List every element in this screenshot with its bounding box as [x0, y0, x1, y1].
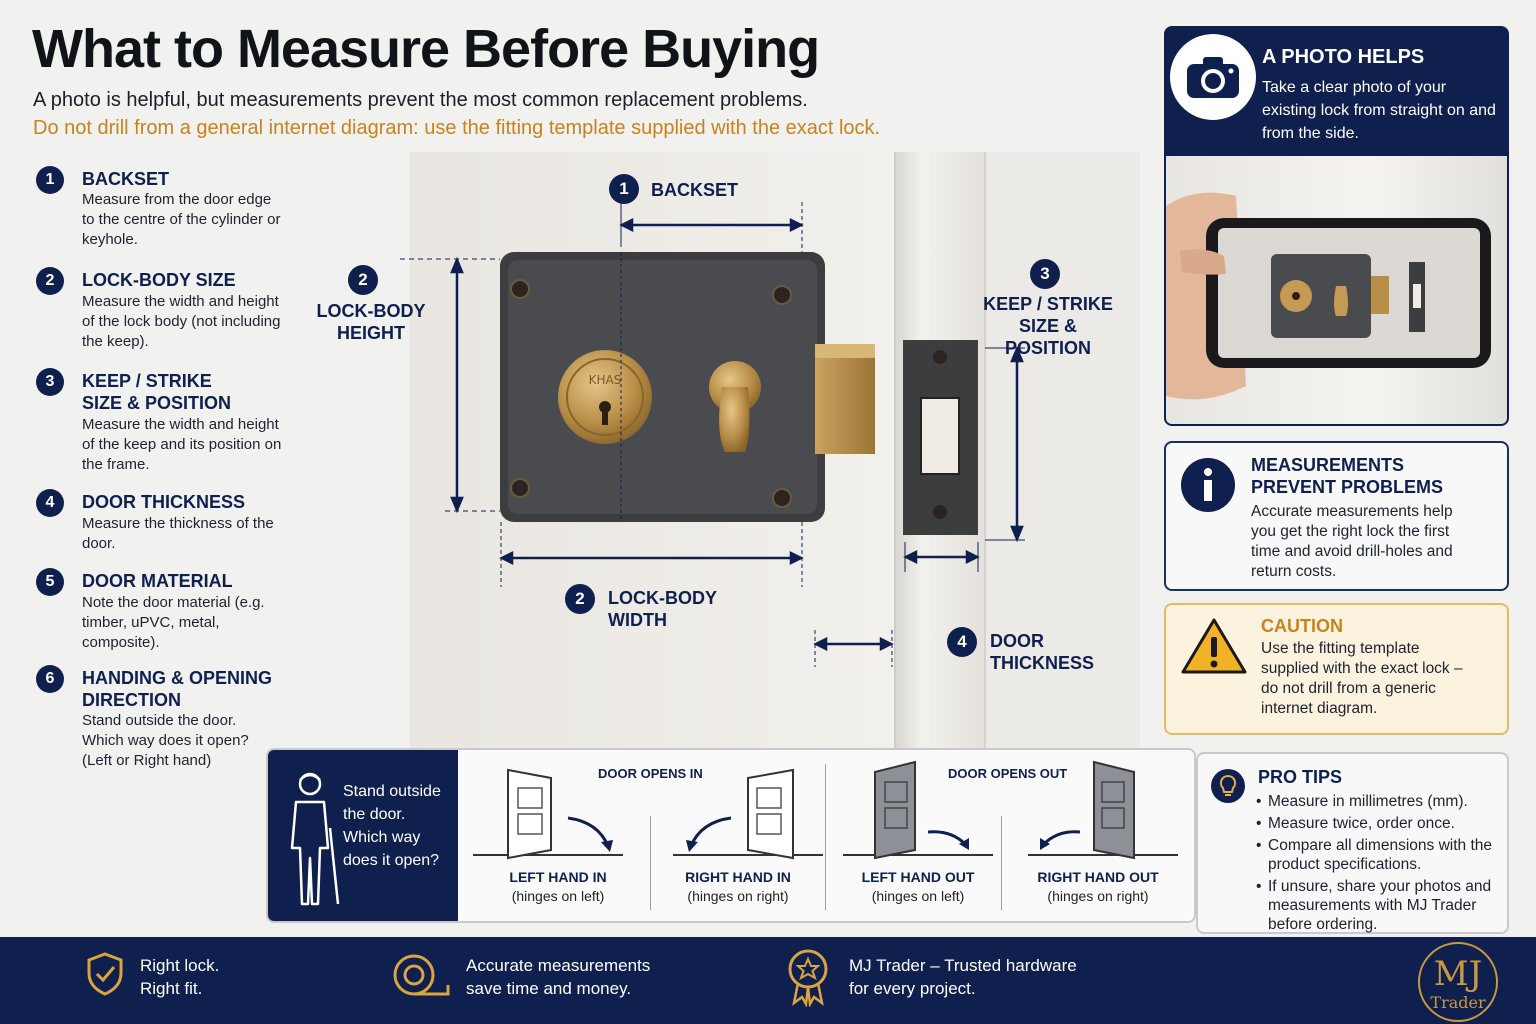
step-title: DOOR MATERIAL	[82, 571, 233, 591]
door-sublabel: (hinges on left)	[871, 888, 965, 904]
caution-title: CAUTION	[1261, 616, 1343, 636]
logo-sub: Trader	[1430, 993, 1486, 1012]
step-number: 1	[36, 166, 64, 194]
door-open-out-left-icon	[843, 760, 993, 860]
mj-trader-logo: MJ Trader	[1418, 942, 1498, 1022]
door-sublabel: (hinges on right)	[1047, 888, 1149, 904]
thickness-label: DOOR THICKNESS	[990, 631, 1095, 673]
footer-bar: Right lock. Right fit. Accurate measurem…	[0, 937, 1536, 1024]
step-desc: Stand outside the door. Which way does i…	[82, 712, 249, 769]
lightbulb-icon	[1211, 769, 1245, 803]
drill-warning-line: Do not drill from a general internet dia…	[33, 117, 881, 139]
logo-main: MJ	[1433, 954, 1483, 994]
opens-in-heading: DOOR OPENS IN	[598, 766, 703, 781]
door-label: RIGHT HAND OUT	[1037, 869, 1159, 885]
width-number: 2	[565, 584, 595, 614]
warning-icon	[1181, 618, 1247, 674]
step-title: LOCK-BODY SIZE	[82, 270, 236, 290]
info-panel-title: MEASUREMENTS PREVENT PROBLEMS	[1251, 455, 1444, 497]
footer-right-lock: Right lock. Right fit.	[140, 956, 220, 998]
door-left-hand-in: LEFT HAND IN (hinges on left)	[473, 750, 643, 921]
step-number: 6	[36, 665, 64, 693]
step-title: KEEP / STRIKE SIZE & POSITION	[82, 371, 232, 413]
width-label: LOCK-BODY WIDTH	[608, 588, 717, 630]
door-sublabel: (hinges on left)	[511, 888, 605, 904]
door-label: LEFT HAND OUT	[861, 869, 975, 885]
pro-tips-title: PRO TIPS	[1258, 767, 1343, 787]
tip-item: •If unsure, share your photos and measur…	[1256, 878, 1492, 933]
door-left-hand-out: LEFT HAND OUT (hinges on left)	[833, 750, 1003, 921]
step-number: 4	[36, 489, 64, 517]
door-right-hand-out: RIGHT HAND OUT (hinges on right)	[1008, 750, 1188, 921]
step-number: 2	[36, 267, 64, 295]
door-label: LEFT HAND IN	[509, 869, 607, 885]
thickness-number: 4	[947, 627, 977, 657]
lock-diagram: KHAS	[317, 152, 1140, 752]
award-icon	[788, 949, 828, 1007]
page-title: What to Measure Before Buying	[32, 19, 820, 79]
photo-helps-panel: A PHOTO HELPS Take a clear photo of your…	[1164, 26, 1509, 426]
step-title: HANDING & OPENING DIRECTION	[82, 668, 273, 710]
step-desc: Measure from the door edge to the centre…	[82, 191, 281, 248]
tip-item: •Measure twice, order once.	[1256, 815, 1455, 832]
footer-accurate-measurements: Accurate measurements save time and mone…	[466, 956, 651, 998]
tip-item: •Measure in millimetres (mm).	[1256, 793, 1468, 810]
door-open-in-right-icon	[673, 768, 823, 860]
keep-label: KEEP / STRIKE SIZE & POSITION	[983, 294, 1113, 358]
height-label: LOCK-BODY HEIGHT	[316, 301, 426, 343]
step-title: BACKSET	[82, 169, 170, 189]
page-subtitle: A photo is helpful, but measurements pre…	[33, 89, 808, 111]
door-divider	[650, 816, 651, 910]
photo-panel-title: A PHOTO HELPS	[1262, 46, 1425, 68]
step-title: DOOR THICKNESS	[82, 492, 246, 512]
group-divider	[825, 764, 826, 910]
tip-item: •Compare all dimensions with the product…	[1256, 837, 1492, 873]
caution-body: Use the fitting template supplied with t…	[1261, 640, 1463, 717]
step-desc: Measure the width and height of the lock…	[82, 293, 281, 350]
stand-outside-block: Stand outside the door. Which way does i…	[268, 750, 458, 921]
person-icon	[290, 772, 340, 906]
backset-number: 1	[609, 174, 639, 204]
opens-out-heading: DOOR OPENS OUT	[948, 766, 1068, 781]
step-desc: Measure the width and height of the keep…	[82, 416, 282, 473]
door-divider	[1001, 816, 1002, 910]
tape-measure-icon	[393, 954, 450, 996]
door-label: RIGHT HAND IN	[685, 869, 791, 885]
lock-diagram-illustration: KHAS	[400, 152, 1140, 752]
keep-number: 3	[1030, 259, 1060, 289]
pro-tips-panel: PRO TIPS •Measure in millimetres (mm). •…	[1196, 752, 1509, 934]
height-number: 2	[348, 265, 378, 295]
handing-strip: Stand outside the door. Which way does i…	[266, 748, 1196, 923]
door-open-out-right-icon	[1028, 760, 1178, 860]
backset-label: BACKSET	[651, 180, 739, 200]
camera-icon	[1170, 34, 1256, 120]
door-right-hand-in: RIGHT HAND IN (hinges on right)	[653, 750, 823, 921]
measurements-panel: MEASUREMENTS PREVENT PROBLEMS Accurate m…	[1164, 441, 1509, 591]
info-icon	[1181, 458, 1235, 512]
step-number: 5	[36, 568, 64, 596]
shield-check-icon	[87, 952, 123, 996]
step-number: 3	[36, 368, 64, 396]
info-panel-body: Accurate measurements help you get the r…	[1251, 503, 1453, 580]
footer-trusted-hardware: MJ Trader – Trusted hardware for every p…	[849, 956, 1077, 998]
door-sublabel: (hinges on right)	[687, 888, 789, 904]
caution-panel: CAUTION Use the fitting template supplie…	[1164, 603, 1509, 735]
photo-panel-body: Take a clear photo of your existing lock…	[1262, 79, 1496, 142]
phone-photo-illustration	[1166, 156, 1507, 424]
step-desc: Note the door material (e.g. timber, uPV…	[82, 594, 265, 651]
step-desc: Measure the thickness of the door.	[82, 515, 274, 552]
door-open-in-left-icon	[473, 768, 623, 860]
cylinder-brand: KHAS	[589, 373, 622, 387]
stand-outside-text: Stand outside the door. Which way does i…	[343, 783, 441, 869]
